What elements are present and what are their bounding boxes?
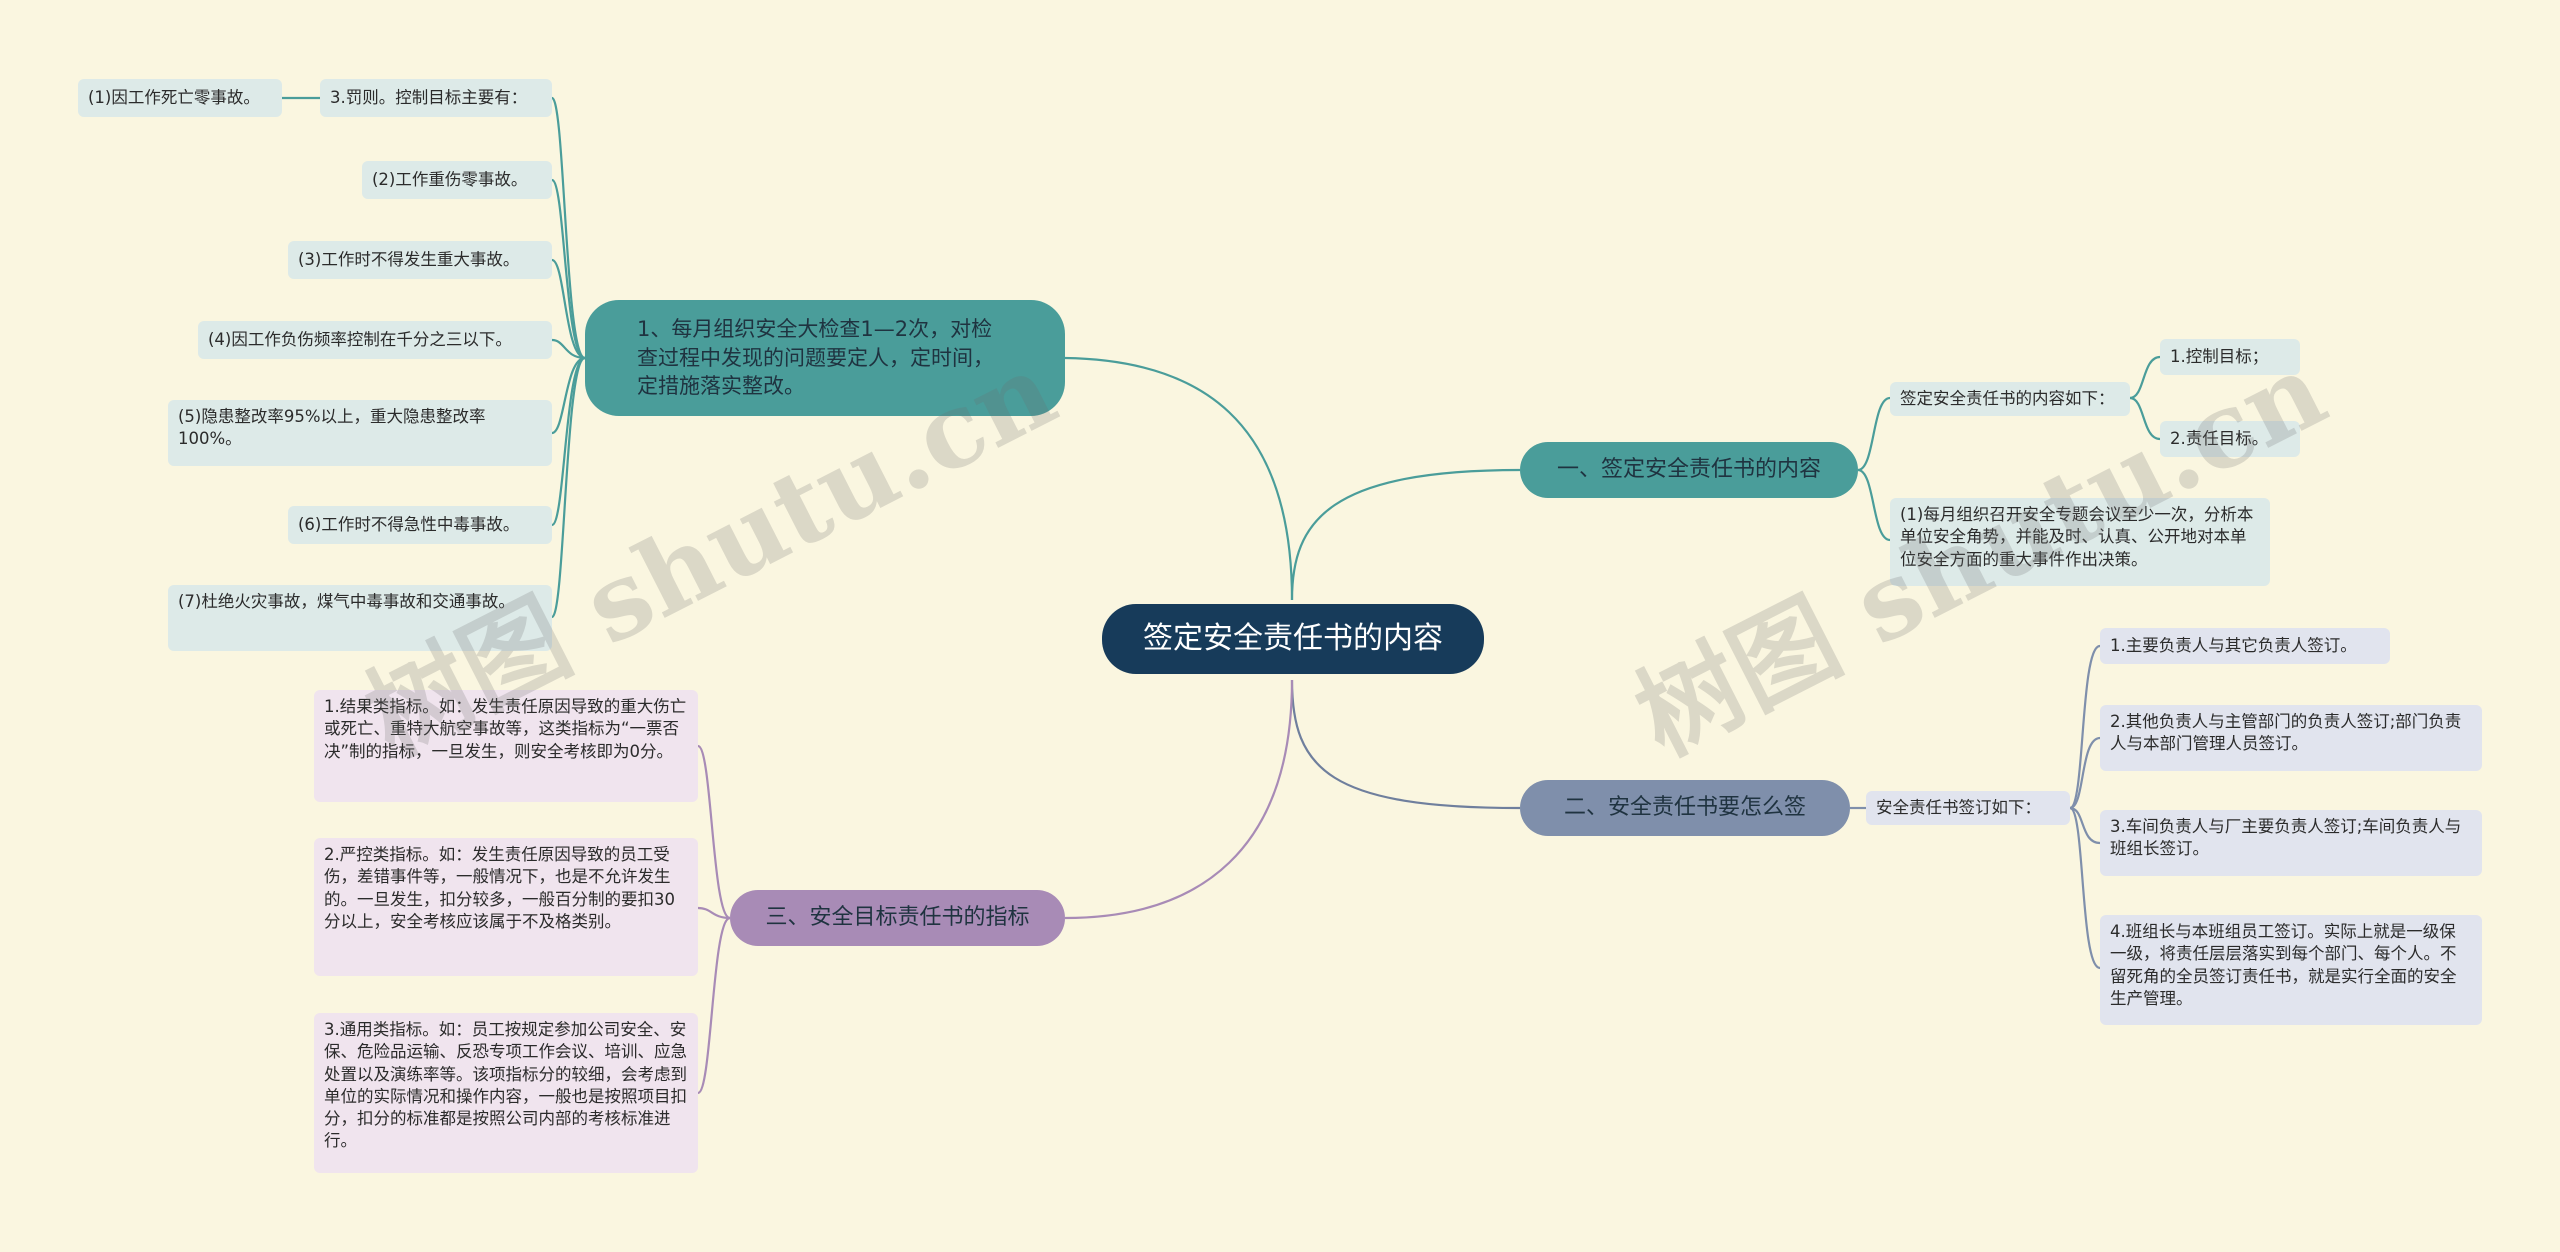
indicator-item[interactable]: 1.结果类指标。如：发生责任原因导致的重大伤亡或死亡、重特大航空事故等，这类指标… [314,690,698,802]
control-goal-item-label: (6)工作时不得急性中毒事故。 [298,514,520,534]
signing-intro-label: 安全责任书签订如下： [1876,797,2041,817]
link-center-b3 [1064,679,1294,920]
signing-item[interactable]: 1.主要负责人与其它负责人签订。 [2100,628,2390,664]
indicator-item-label: 2.严控类指标。如：发生责任原因导致的员工受伤，差错事件等，一般情况下，也是不允… [324,845,675,931]
control-goal-item[interactable]: (5)隐患整改率95%以上，重大隐患整改率100%。 [168,400,552,466]
link-b3-i3 [696,916,731,1095]
zero-death-item[interactable]: (1)因工作死亡零事故。 [78,79,282,117]
control-goal-item[interactable]: (2)工作重伤零事故。 [362,161,552,199]
link-b1-intro [1857,396,1891,472]
indicator-item[interactable]: 2.严控类指标。如：发生责任原因导致的员工受伤，差错事件等，一般情况下，也是不允… [314,838,698,976]
signing-item-label: 2.其他负责人与主管部门的负责人签订;部门负责人与本部门管理人员签订。 [2110,712,2462,754]
zero-death-item-label: (1)因工作死亡零事故。 [88,87,260,107]
branch-contract-content-label: 一、签定安全责任书的内容 [1556,457,1821,483]
responsibility-target-item-label: 2.责任目标。 [2170,428,2269,448]
control-goal-item-label: (3)工作时不得发生重大事故。 [298,249,520,269]
branch-how-to-sign[interactable]: 二、安全责任书要怎么签 [1520,780,1850,836]
link-b4-i5 [551,356,586,435]
branch-contract-content[interactable]: 一、签定安全责任书的内容 [1520,442,1858,498]
contract-content-intro-label: 签定安全责任书的内容如下： [1900,388,2115,408]
penalty-rule-item[interactable]: 3.罚则。控制目标主要有： [320,79,552,117]
control-goal-item[interactable]: (4)因工作负伤频率控制在千分之三以下。 [198,321,552,359]
control-target-item[interactable]: 1.控制目标； [2160,339,2300,375]
central-topic-label: 签定安全责任书的内容 [1143,620,1443,656]
link-b4-i3 [551,258,586,360]
link-b4-i6 [550,356,586,527]
control-goal-item[interactable]: (7)杜绝火灾事故，煤气中毒事故和交通事故。 [168,585,552,651]
branch-target-indicators-label: 三、安全目标责任书的指标 [765,905,1030,931]
link-center-b2 [1290,679,1521,810]
link-intro-t2 [2129,396,2161,441]
link-intro-t1 [2129,355,2161,400]
signing-item-label: 3.车间负责人与厂主要负责人签订;车间负责人与班组长签订。 [2110,817,2462,859]
link-b4-i4 [551,338,586,360]
link-b2-i2 [2069,736,2101,810]
signing-item-label: 4.班组长与本班组员工签订。实际上就是一级保一级，将责任层层落实到每个部门、每个… [2110,922,2457,1008]
control-goal-item[interactable]: (3)工作时不得发生重大事故。 [288,241,552,279]
control-goal-item-label: (2)工作重伤零事故。 [372,169,528,189]
branch-monthly-inspection-label: 1、每月组织安全大检查1—2次，对检查过程中发现的问题要定人，定时间，定措施落实… [637,317,994,399]
link-b4-i2 [550,178,586,360]
monthly-meeting-item-label: (1)每月组织召开安全专题会议至少一次，分析本单位安全角势，并能及时、认真、公开… [1900,505,2254,569]
signing-item-label: 1.主要负责人与其它负责人签订。 [2110,635,2357,655]
link-center-b1 [1290,468,1521,601]
control-goal-item[interactable]: (6)工作时不得急性中毒事故。 [288,506,552,544]
link-b4-punish [550,96,586,360]
link-b4-i7 [550,356,586,619]
control-goal-item-label: (4)因工作负伤频率控制在千分之三以下。 [208,329,512,349]
link-b2-i4 [2068,806,2101,970]
link-b3-i2 [697,906,731,920]
penalty-rule-item-label: 3.罚则。控制目标主要有： [330,87,528,107]
signing-item[interactable]: 4.班组长与本班组员工签订。实际上就是一级保一级，将责任层层落实到每个部门、每个… [2100,915,2482,1025]
link-b1-meeting [1857,468,1891,542]
indicator-item-label: 3.通用类指标。如：员工按规定参加公司安全、安保、危险品运输、反恐专项工作会议、… [324,1020,687,1151]
control-goal-item-label: (5)隐患整改率95%以上，重大隐患整改率100%。 [178,407,486,449]
signing-item[interactable]: 2.其他负责人与主管部门的负责人签订;部门负责人与本部门管理人员签订。 [2100,705,2482,771]
link-b3-i1 [696,744,731,920]
branch-how-to-sign-label: 二、安全责任书要怎么签 [1563,795,1806,821]
monthly-meeting-item[interactable]: (1)每月组织召开安全专题会议至少一次，分析本单位安全角势，并能及时、认真、公开… [1890,498,2270,586]
control-goal-item-label: (7)杜绝火灾事故，煤气中毒事故和交通事故。 [178,592,515,611]
signing-item[interactable]: 3.车间负责人与厂主要负责人签订;车间负责人与班组长签订。 [2100,810,2482,876]
responsibility-target-item[interactable]: 2.责任目标。 [2160,421,2300,457]
contract-content-intro[interactable]: 签定安全责任书的内容如下： [1890,382,2130,416]
branch-monthly-inspection[interactable]: 1、每月组织安全大检查1—2次，对检查过程中发现的问题要定人，定时间，定措施落实… [585,300,1065,416]
indicator-item-label: 1.结果类指标。如：发生责任原因导致的重大伤亡或死亡、重特大航空事故等，这类指标… [324,697,687,761]
indicator-item[interactable]: 3.通用类指标。如：员工按规定参加公司安全、安保、危险品运输、反恐专项工作会议、… [314,1013,698,1173]
central-topic[interactable]: 签定安全责任书的内容 [1102,604,1484,674]
link-b2-i1 [2069,644,2101,810]
link-center-b4 [1064,356,1294,601]
link-b2-i3 [2069,806,2101,845]
branch-target-indicators[interactable]: 三、安全目标责任书的指标 [730,890,1065,946]
control-target-item-label: 1.控制目标； [2170,346,2269,366]
signing-intro[interactable]: 安全责任书签订如下： [1866,791,2070,825]
